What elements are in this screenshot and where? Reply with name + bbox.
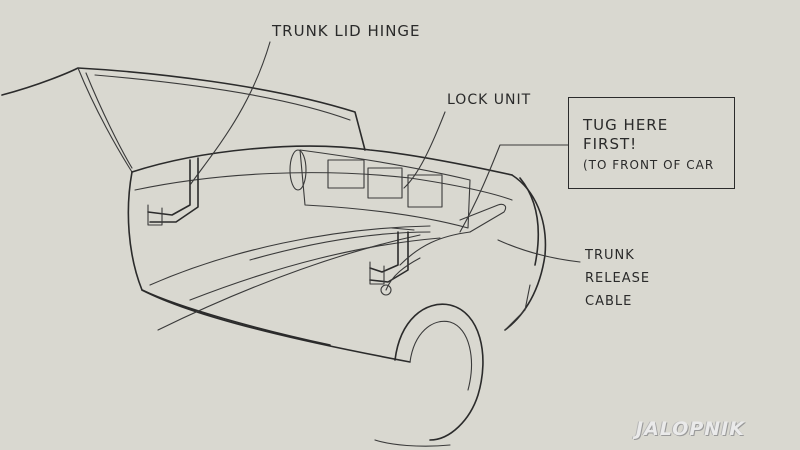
- callout-line-1: TUG HERE: [583, 116, 669, 134]
- callout-line-3: (TO FRONT OF CAR: [583, 158, 715, 172]
- trunk-back-wall: [289, 149, 471, 229]
- label-lock-unit: LOCK UNIT: [447, 92, 532, 108]
- hinge-right: [369, 227, 415, 285]
- hinge-left: [147, 157, 199, 226]
- rear-wheel: [374, 284, 531, 447]
- callout-box: [568, 97, 735, 189]
- label-trunk-lid-hinge: TRUNK LID HINGE: [272, 22, 421, 40]
- trunk-lid: [1, 67, 366, 173]
- leader-hinge: [189, 41, 271, 186]
- lock-assembly: [380, 203, 507, 296]
- jalopnik-watermark: JALOPNIK: [636, 418, 745, 440]
- leader-callout: [459, 144, 569, 233]
- leader-lock: [403, 111, 446, 189]
- trunk-body: [127, 145, 547, 363]
- leader-lines: [189, 41, 581, 263]
- callout-line-2: FIRST!: [583, 135, 638, 153]
- leader-cable: [497, 239, 581, 263]
- label-trunk-release-cable: TRUNK RELEASE CABLE: [585, 248, 651, 309]
